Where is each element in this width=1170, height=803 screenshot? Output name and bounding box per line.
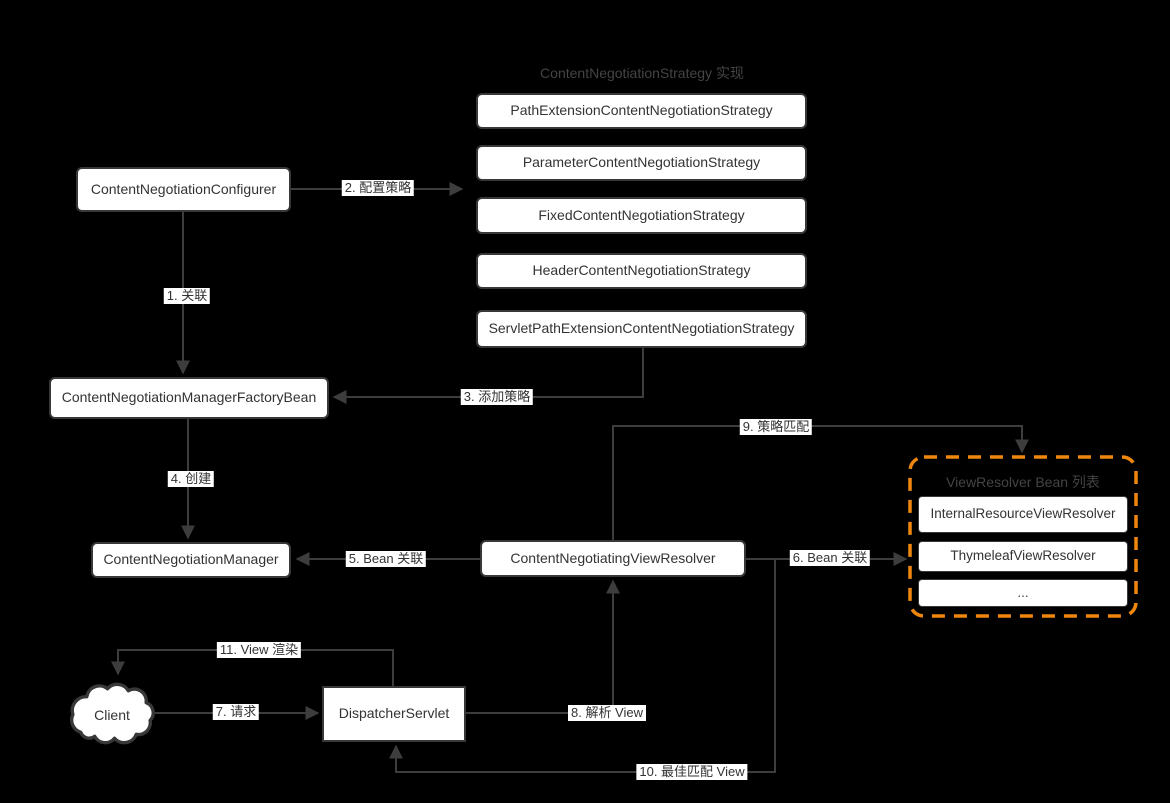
- edge-2-label: 2. 配置策略: [341, 180, 415, 196]
- node-servlet-path-extension-strategy: ServletPathExtensionContentNegotiationSt…: [476, 310, 807, 348]
- view-resolver-list-frame: [908, 455, 1138, 618]
- client-cloud-shape: [63, 676, 159, 752]
- node-parameter-strategy: ParameterContentNegotiationStrategy: [476, 145, 807, 181]
- node-thymeleaf-view-resolver: ThymeleafViewResolver: [918, 541, 1128, 572]
- edge-6-label: 6. Bean 关联: [789, 550, 871, 566]
- node-content-negotiation-manager-factory-bean: ContentNegotiationManagerFactoryBean: [49, 377, 329, 419]
- edge-9-line: [612, 425, 1029, 540]
- edge-10-line: [389, 560, 776, 773]
- edge-11-label: 11. View 渲染: [216, 642, 302, 658]
- node-header-strategy: HeaderContentNegotiationStrategy: [476, 253, 807, 289]
- view-resolver-list-title: ViewResolver Bean 列表: [946, 474, 1100, 490]
- node-path-extension-strategy: PathExtensionContentNegotiationStrategy: [476, 93, 807, 129]
- node-content-negotiation-manager: ContentNegotiationManager: [91, 542, 291, 578]
- node-dispatcher-servlet: DispatcherServlet: [322, 686, 466, 742]
- edge-3-line: [332, 348, 644, 404]
- edge-7-label: 7. 请求: [212, 704, 260, 720]
- node-content-negotiating-view-resolver: ContentNegotiatingViewResolver: [480, 540, 746, 577]
- edge-4-label: 4. 创建: [167, 471, 215, 487]
- node-fixed-strategy: FixedContentNegotiationStrategy: [476, 197, 807, 234]
- node-view-resolver-ellipsis: ...: [918, 579, 1128, 607]
- strategies-group-title: ContentNegotiationStrategy 实现: [540, 65, 744, 81]
- edge-10-label: 10. 最佳匹配 View: [636, 764, 748, 780]
- edge-1-label: 1. 关联: [163, 288, 211, 304]
- edge-8-line: [466, 579, 620, 714]
- node-client-label: Client: [94, 707, 130, 723]
- edge-3-label: 3. 添加策略: [460, 389, 534, 405]
- edge-9-label: 9. 策略匹配: [739, 419, 813, 435]
- edge-8-label: 8. 解析 View: [567, 705, 647, 721]
- node-internal-resource-view-resolver: InternalResourceViewResolver: [918, 496, 1128, 533]
- node-content-negotiation-configurer: ContentNegotiationConfigurer: [76, 167, 291, 212]
- cloud-outline: [69, 682, 155, 745]
- edge-5-label: 5. Bean 关联: [345, 551, 427, 567]
